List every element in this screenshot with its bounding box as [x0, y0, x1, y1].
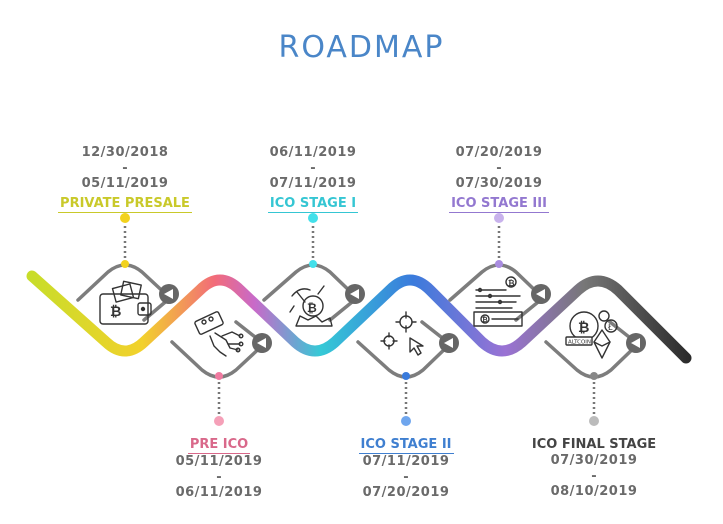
stage-6-name: ICO FINAL STAGE	[531, 437, 657, 452]
stage-6-date-to: 08/10/2019	[550, 484, 638, 499]
stage-2-separator: -	[216, 470, 222, 485]
stage-dot-1-top	[120, 213, 130, 223]
stage-6-separator: -	[591, 469, 597, 484]
hand-chip-icon	[194, 311, 244, 357]
stage-4-label-group: ICO STAGE II 07/11/2019 - 07/20/2019	[306, 433, 506, 501]
arrow-badge-1	[159, 284, 179, 304]
stage-3-name: ICO STAGE I	[267, 196, 359, 213]
stage-3-label-group: 06/11/2019 - 07/11/2019 ICO STAGE I	[213, 145, 413, 213]
stage-dot-2-top	[215, 372, 223, 380]
target-cursor-icon	[380, 311, 424, 356]
stage-5-name: ICO STAGE III	[449, 196, 549, 213]
stage-4-date-from: 07/11/2019	[362, 454, 450, 469]
diamond-frame-1	[76, 263, 172, 322]
stage-dot-6-top	[590, 372, 598, 380]
stage-5-date-to: 07/30/2019	[455, 176, 543, 191]
arrow-badge-2	[252, 333, 272, 353]
stage-3-separator: -	[310, 161, 316, 176]
stage-1-date-to: 05/11/2019	[81, 176, 169, 191]
wallet-bitcoin-icon: ₿	[99, 280, 152, 325]
svg-text:₿: ₿	[578, 320, 589, 336]
arrow-badge-6	[626, 333, 646, 353]
svg-text:₿: ₿	[508, 279, 515, 288]
altcoin-label: ALTCOIN	[568, 340, 591, 346]
diamond-frame-6	[544, 320, 640, 379]
diamond-frame-4	[356, 320, 452, 379]
stage-6-date-from: 07/30/2019	[550, 453, 638, 468]
page-title: ROADMAP	[278, 30, 445, 65]
stage-dot-3-top	[308, 213, 318, 223]
stage-1-separator: -	[122, 161, 128, 176]
stage-1-date-from: 12/30/2018	[81, 145, 169, 160]
stage-dot-4-top	[402, 372, 410, 380]
mining-bitcoin-icon: ₿	[289, 285, 333, 327]
arrow-badge-5	[531, 284, 551, 304]
stage-5-date-from: 07/20/2019	[455, 145, 543, 160]
stage-4-separator: -	[403, 470, 409, 485]
stage-dot-6-bottom	[589, 416, 599, 426]
stage-2-date-to: 06/11/2019	[175, 485, 263, 500]
stage-dot-4-bottom	[401, 416, 411, 426]
svg-text:Ł: Ł	[607, 323, 613, 332]
arrow-badge-3	[345, 284, 365, 304]
stage-2-date-from: 05/11/2019	[175, 454, 263, 469]
stage-3-date-to: 07/11/2019	[269, 176, 357, 191]
stage-4-name: ICO STAGE II	[358, 437, 454, 454]
bitcoin-circuit-icon: ₿ ₿	[473, 276, 523, 327]
stage-2-label-group: PRE ICO 05/11/2019 - 06/11/2019	[119, 433, 319, 501]
stage-dot-2-bottom	[214, 416, 224, 426]
stage-2-name: PRE ICO	[187, 437, 251, 454]
stage-dot-3-bottom	[309, 260, 317, 268]
stage-4-date-to: 07/20/2019	[362, 485, 450, 500]
svg-text:₿: ₿	[482, 316, 488, 324]
stage-6-label-group: ICO FINAL STAGE 07/30/2019 - 08/10/2019	[494, 433, 694, 500]
stage-dot-5-bottom	[495, 260, 503, 268]
stage-3-date-from: 06/11/2019	[269, 145, 357, 160]
altcoins-icon: ₿ Ł ALTCOIN	[565, 310, 618, 359]
stage-5-separator: -	[496, 161, 502, 176]
svg-text:₿: ₿	[307, 301, 317, 315]
svg-text:₿: ₿	[110, 304, 121, 320]
stage-1-label-group: 12/30/2018 - 05/11/2019 PRIVATE PRESALE	[25, 145, 225, 213]
arrow-badge-4	[439, 333, 459, 353]
stage-dot-1-bottom	[121, 260, 129, 268]
stage-5-label-group: 07/20/2019 - 07/30/2019 ICO STAGE III	[399, 145, 599, 213]
stage-dot-5-top	[494, 213, 504, 223]
road-path	[26, 270, 692, 364]
stage-1-name: PRIVATE PRESALE	[58, 196, 192, 213]
